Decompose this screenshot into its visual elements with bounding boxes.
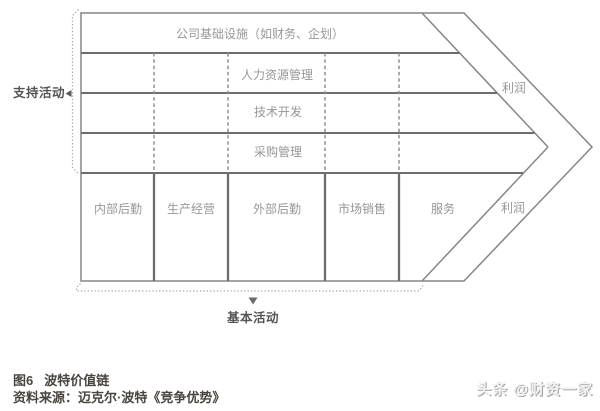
- col-service: 服务: [430, 202, 456, 216]
- toutiao-watermark: 头条 @财资一家: [476, 381, 593, 398]
- left-pointer-icon: [65, 90, 72, 97]
- col-inbound-logistics: 内部后勤: [93, 202, 143, 216]
- row-firm-infrastructure: 公司基础设施（如财务、企划）: [175, 27, 345, 41]
- support-activities-label: 支持活动: [13, 86, 66, 100]
- down-pointer-icon: [248, 297, 258, 305]
- col-outbound-logistics: 外部后勤: [252, 202, 302, 216]
- inner-diagonal-top: [421, 12, 549, 148]
- profit-label-bottom: 利润: [500, 201, 526, 215]
- primary-activities-bracket: [75, 283, 424, 292]
- inner-diagonal-bottom: [421, 146, 549, 282]
- figure-number: 图6: [13, 373, 34, 388]
- primary-activities-label: 基本活动: [226, 311, 280, 325]
- outer-arrow-outline: [80, 12, 594, 282]
- row-hr-management: 人力资源管理: [240, 68, 314, 82]
- figure-source: 资料来源：迈克尔·波特《竞争优势》: [13, 390, 226, 405]
- figure-caption: 图6 波特价值链: [13, 373, 109, 388]
- support-activities-bracket: [71, 9, 79, 174]
- row-procurement: 采购管理: [253, 145, 303, 159]
- col-marketing-sales: 市场销售: [337, 202, 387, 216]
- col-operations: 生产经营: [166, 202, 216, 216]
- profit-label-top: 利润: [501, 81, 527, 95]
- row-technology-development: 技术开发: [253, 105, 303, 119]
- figure-title: 波特价值链: [44, 373, 110, 388]
